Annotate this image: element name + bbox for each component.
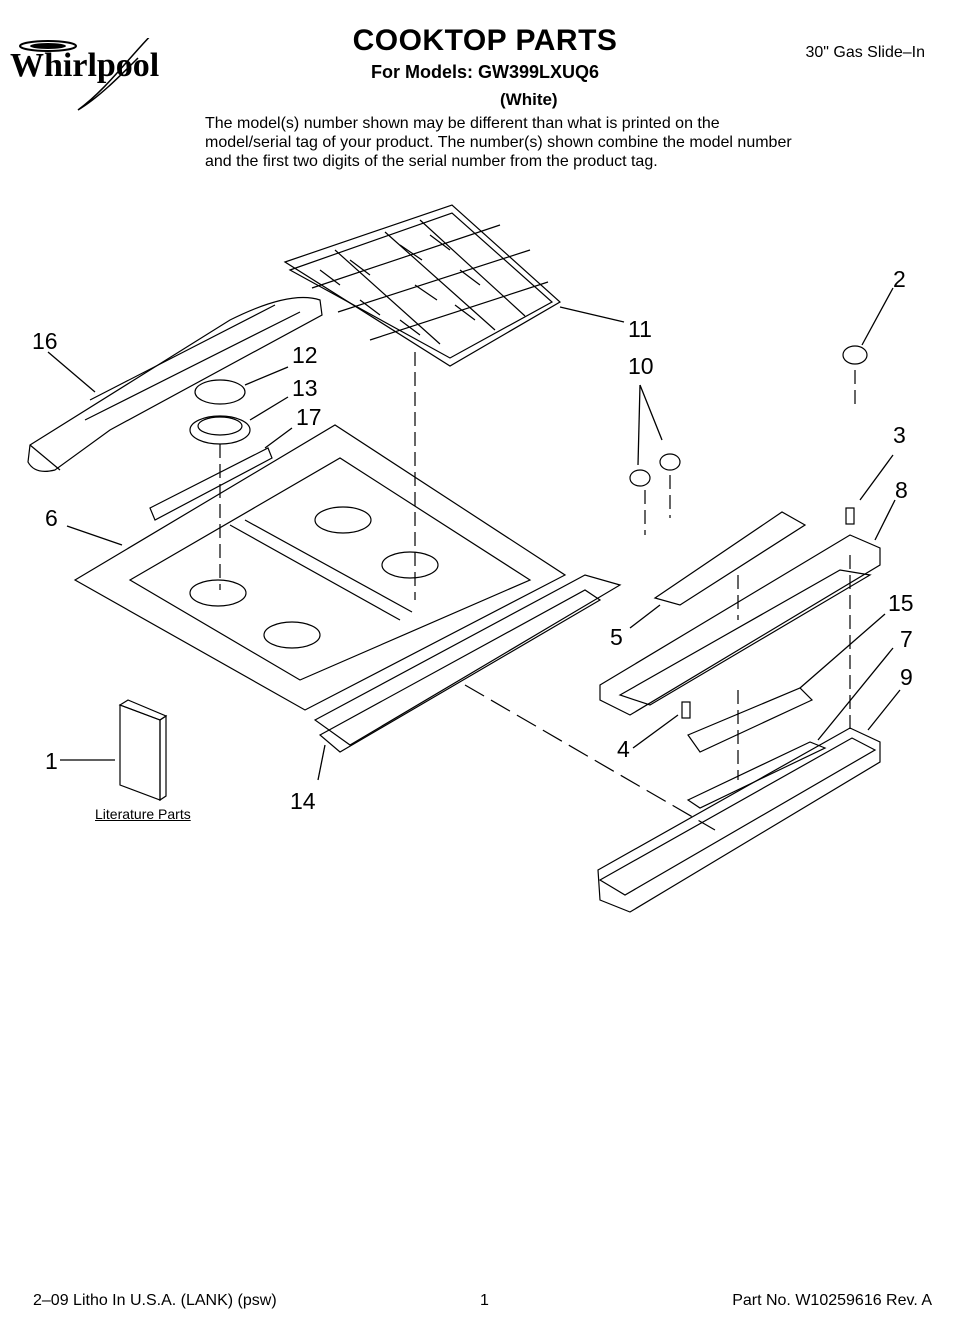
screw-part-4	[681, 701, 691, 719]
cooktop-part	[73, 424, 567, 711]
part-number: Part No. W10259616 Rev. A	[732, 1292, 932, 1309]
callout-10: 10	[628, 353, 654, 379]
callout-4: 4	[617, 736, 630, 762]
burner-base-part	[189, 415, 251, 445]
model-numbers: For Models: GW399LXUQ6	[370, 62, 600, 82]
literature-parts-caption: Literature Parts	[95, 806, 191, 822]
print-info: 2–09 Litho In U.S.A. (LANK) (psw)	[33, 1292, 277, 1309]
whirlpool-logo: Whirlpool	[10, 38, 159, 111]
callout-7: 7	[900, 626, 913, 652]
overlay-part	[653, 511, 807, 606]
control-board-part	[687, 687, 814, 753]
svg-text:Whirlpool: Whirlpool	[10, 47, 159, 84]
callout-1: 1	[45, 748, 58, 774]
page-number: 1	[480, 1292, 489, 1309]
callout-16: 16	[32, 328, 58, 354]
callout-11: 11	[628, 316, 652, 342]
knob-parts	[629, 345, 868, 487]
control-panel-part	[599, 534, 881, 716]
callout-3: 3	[893, 422, 906, 448]
callout-5: 5	[610, 624, 623, 650]
callout-2: 2	[893, 266, 906, 292]
callout-12: 12	[292, 342, 318, 368]
side-trim-part	[27, 296, 323, 472]
callout-17: 17	[296, 404, 322, 430]
callout-15: 15	[888, 590, 914, 616]
callout-8: 8	[895, 477, 908, 503]
insulation-part	[686, 741, 827, 809]
support-bracket-part	[313, 574, 622, 753]
color-variant: (White)	[500, 90, 558, 109]
front-trim-part	[597, 727, 881, 913]
screw-part-3	[845, 507, 855, 525]
callout-14: 14	[290, 788, 316, 814]
page-title: COOKTOP PARTS	[352, 24, 618, 57]
model-note: The model(s) number shown may be differe…	[205, 115, 792, 170]
exploded-parts-diagram	[27, 204, 901, 913]
callout-6: 6	[45, 505, 58, 531]
burner-cap-part	[194, 379, 246, 405]
seal-strip-part	[149, 447, 273, 521]
literature-part	[118, 699, 168, 802]
callout-13: 13	[292, 375, 318, 401]
grate-part	[283, 204, 562, 367]
callout-9: 9	[900, 664, 913, 690]
product-type: 30" Gas Slide–In	[805, 44, 925, 61]
